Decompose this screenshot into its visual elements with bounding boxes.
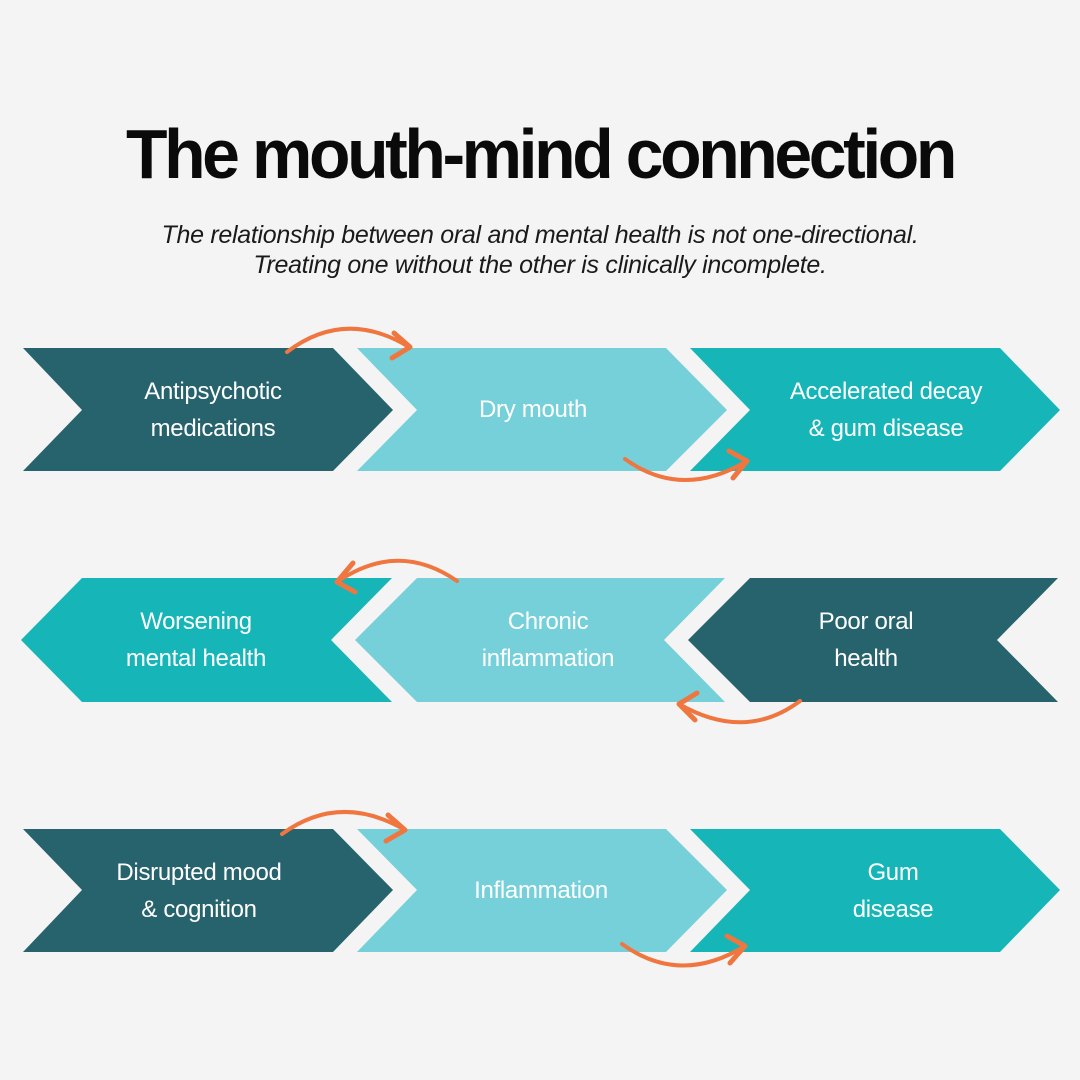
step-label-line-2: inflammation — [481, 645, 615, 672]
step-shape-dry-mouth — [357, 348, 727, 471]
step-label-inflammation: Inflammation — [405, 829, 677, 952]
step-label-line-1: Gum — [867, 858, 919, 886]
step-label-line-1: Chronic — [507, 608, 589, 635]
step-label-line-2: health — [834, 645, 898, 672]
step-shape-antipsychotic-medications — [23, 348, 393, 471]
step-shape-accelerated-decay — [690, 348, 1060, 471]
step-label-line-2: & cognition — [141, 895, 257, 923]
step-label-worsening-mental-health: Worsening mental health — [60, 578, 332, 702]
step-shape-disrupted-mood — [23, 829, 393, 952]
step-shape-worsening-mental-health — [21, 578, 392, 702]
step-label-line-2: medications — [150, 414, 276, 442]
page-title: The mouth-mind connection — [126, 115, 957, 193]
step-label-chronic-inflammation: Chronic inflammation — [412, 578, 684, 702]
row-1 — [23, 348, 1060, 471]
step-label-line-2: mental health — [125, 645, 267, 672]
step-shape-gum-disease — [690, 829, 1060, 952]
subtitle-line-1: The relationship between oral and mental… — [161, 221, 919, 249]
step-label-line-1: Inflammation — [474, 877, 608, 904]
step-label-dry-mouth: Dry mouth — [417, 348, 649, 471]
curved-arrow-icon — [620, 933, 748, 968]
step-label-line-1: Dry mouth — [479, 396, 587, 423]
step-label-line-1: Poor oral — [818, 608, 914, 635]
curved-arrow-icon — [334, 558, 459, 595]
row-3 — [23, 829, 1060, 952]
step-label-poor-oral-health: Poor oral health — [730, 578, 1002, 702]
step-shape-inflammation — [357, 829, 727, 952]
step-label-line-2: disease — [852, 895, 934, 923]
step-label-antipsychotic-medications: Antipsychotic medications — [82, 348, 344, 471]
curved-arrow-icon — [623, 448, 750, 482]
step-label-line-1: Antipsychotic — [144, 377, 282, 405]
step-label-line-2: & gum disease — [808, 414, 964, 442]
step-shape-chronic-inflammation — [355, 578, 725, 702]
row-2 — [21, 578, 1058, 702]
step-label-line-1: Worsening — [140, 608, 252, 635]
curved-arrow-icon — [676, 690, 802, 725]
step-label-line-1: Disrupted mood — [116, 858, 282, 886]
step-shape-poor-oral-health — [688, 578, 1058, 702]
step-label-disrupted-mood-cognition: Disrupted mood & cognition — [63, 829, 335, 952]
subtitle-line-2: Treating one without the other is clinic… — [253, 251, 827, 279]
curved-arrow-icon — [285, 326, 413, 361]
step-label-accelerated-decay: Accelerated decay & gum disease — [750, 348, 1022, 471]
subtitle: The relationship between oral and mental… — [0, 220, 1080, 280]
curved-arrow-icon — [280, 810, 408, 844]
step-label-gum-disease: Gum disease — [757, 829, 1029, 952]
step-label-line-1: Accelerated decay — [789, 377, 983, 405]
